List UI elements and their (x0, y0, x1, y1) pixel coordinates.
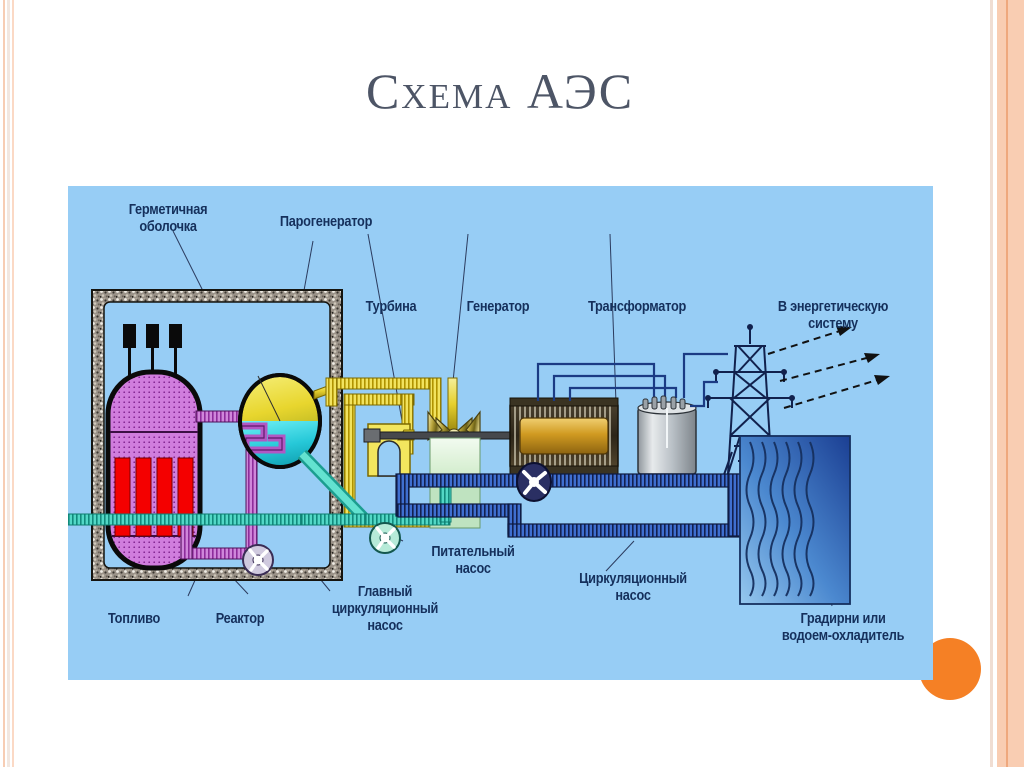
feed-pump[interactable] (369, 522, 401, 554)
label-reactor: Реактор (215, 611, 265, 627)
label-circulation-pump: Циркуляционный насос (579, 571, 687, 604)
label-steam-generator: Парогенератор (279, 214, 373, 230)
steam-generator (238, 373, 322, 469)
right-stripe-3 (1006, 0, 1008, 767)
plant-schematic-svg (68, 230, 890, 607)
label-main-circulation-pump: Главный циркуляционный насос (331, 584, 439, 634)
tower-insulators (705, 324, 795, 401)
label-to-grid: В энергетическую систему (777, 299, 889, 332)
label-generator: Генератор (466, 299, 530, 315)
transformer-tower-wires (682, 352, 728, 408)
left-stripe-2 (7, 0, 10, 767)
right-stripe-2 (997, 0, 1006, 767)
right-stripe-4 (1008, 0, 1024, 767)
label-cooling-towers: Градирни или водоем-охладитель (781, 611, 905, 644)
circulation-pump[interactable] (516, 462, 552, 502)
page-title: Схема АЭС (365, 63, 635, 119)
label-feed-pump: Питательный насос (431, 544, 515, 577)
generator (509, 397, 619, 484)
main-circulation-pump[interactable] (242, 544, 274, 576)
label-containment: Герметичная оболочка (128, 202, 208, 235)
transformer (637, 395, 697, 475)
diagram-panel: Герметичная оболочка Парогенератор Турби… (68, 186, 933, 680)
label-turbine: Турбина (365, 299, 417, 315)
grid-arrowheads (836, 326, 890, 385)
left-stripe-3 (12, 0, 14, 767)
generator-transformer-wires (536, 362, 678, 401)
cooling-pond (739, 435, 851, 605)
left-stripe-1 (3, 0, 5, 767)
pond-waves (745, 441, 815, 597)
grid-arrows (767, 328, 885, 409)
right-stripe-1 (990, 0, 993, 767)
label-transformer: Трансформатор (587, 299, 687, 315)
label-fuel: Топливо (107, 611, 161, 627)
